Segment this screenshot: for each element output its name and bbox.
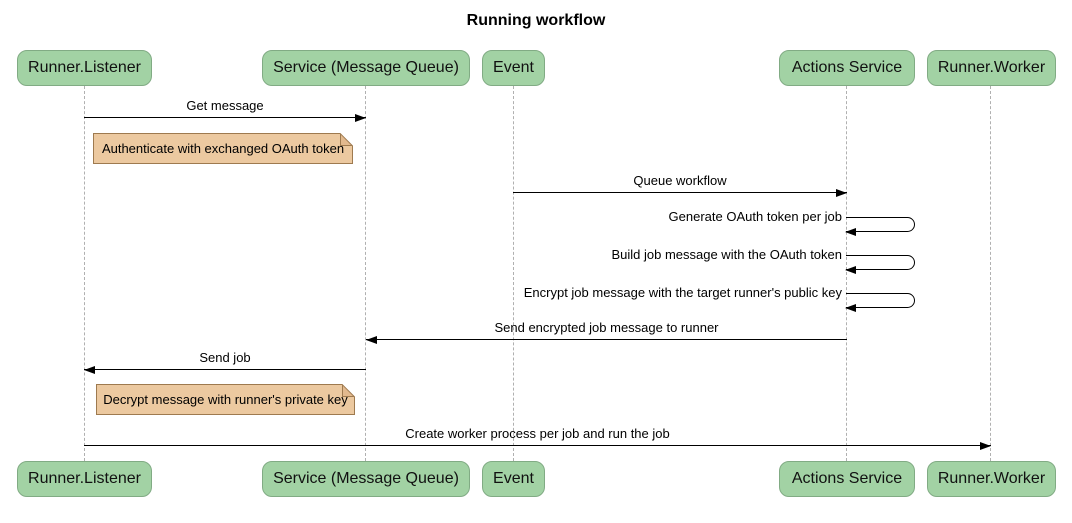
actor-bottom-service-message-queue: Service (Message Queue) (262, 461, 470, 497)
actor-top-event: Event (482, 50, 545, 86)
message-label-encrypt-job-message: Encrypt job message with the target runn… (523, 285, 842, 300)
message-arrow-create-worker (84, 442, 991, 450)
actor-bottom-runner-worker: Runner.Worker (927, 461, 1056, 497)
note-fold-icon (340, 133, 353, 146)
self-message-loop-encrypt-job-message (845, 293, 915, 313)
arrowhead-left-icon (84, 366, 95, 374)
self-message-loop-generate-oauth (845, 217, 915, 237)
lifeline-event (513, 86, 514, 461)
arrowhead-left-icon (366, 336, 377, 344)
message-label-send-job: Send job (199, 350, 251, 365)
actor-top-runner-listener: Runner.Listener (17, 50, 152, 86)
message-arrow-get-message (84, 114, 366, 122)
note-fold-icon (342, 384, 355, 397)
arrowhead-right-icon (980, 442, 991, 450)
message-label-get-message: Get message (186, 98, 264, 113)
actor-bottom-actions-service: Actions Service (779, 461, 915, 497)
message-label-build-job-message: Build job message with the OAuth token (611, 247, 842, 262)
actor-bottom-event: Event (482, 461, 545, 497)
message-arrow-send-encrypted (366, 336, 847, 344)
arrowhead-left-icon (845, 228, 856, 237)
note-text: Authenticate with exchanged OAuth token (101, 141, 345, 156)
arrowhead-left-icon (845, 266, 856, 275)
arrowhead-right-icon (836, 189, 847, 197)
message-label-create-worker: Create worker process per job and run th… (405, 426, 670, 441)
note-text: Decrypt message with runner's private ke… (103, 392, 348, 407)
lifeline-service-message-queue (365, 86, 366, 461)
actor-top-service-message-queue: Service (Message Queue) (262, 50, 470, 86)
message-arrow-queue-workflow (513, 189, 847, 197)
diagram-title: Running workflow (466, 12, 606, 29)
lifeline-runner-listener (84, 86, 85, 461)
message-label-generate-oauth: Generate OAuth token per job (668, 209, 842, 224)
message-label-send-encrypted: Send encrypted job message to runner (494, 320, 719, 335)
actor-top-actions-service: Actions Service (779, 50, 915, 86)
arrowhead-left-icon (845, 304, 856, 313)
actor-top-runner-worker: Runner.Worker (927, 50, 1056, 86)
message-arrow-send-job (84, 366, 366, 374)
self-message-loop-build-job-message (845, 255, 915, 275)
lifeline-runner-worker (990, 86, 991, 461)
actor-bottom-runner-listener: Runner.Listener (17, 461, 152, 497)
message-label-queue-workflow: Queue workflow (633, 173, 727, 188)
note-authenticate: Authenticate with exchanged OAuth token (93, 133, 353, 164)
arrowhead-right-icon (355, 114, 366, 122)
note-decrypt: Decrypt message with runner's private ke… (96, 384, 355, 415)
